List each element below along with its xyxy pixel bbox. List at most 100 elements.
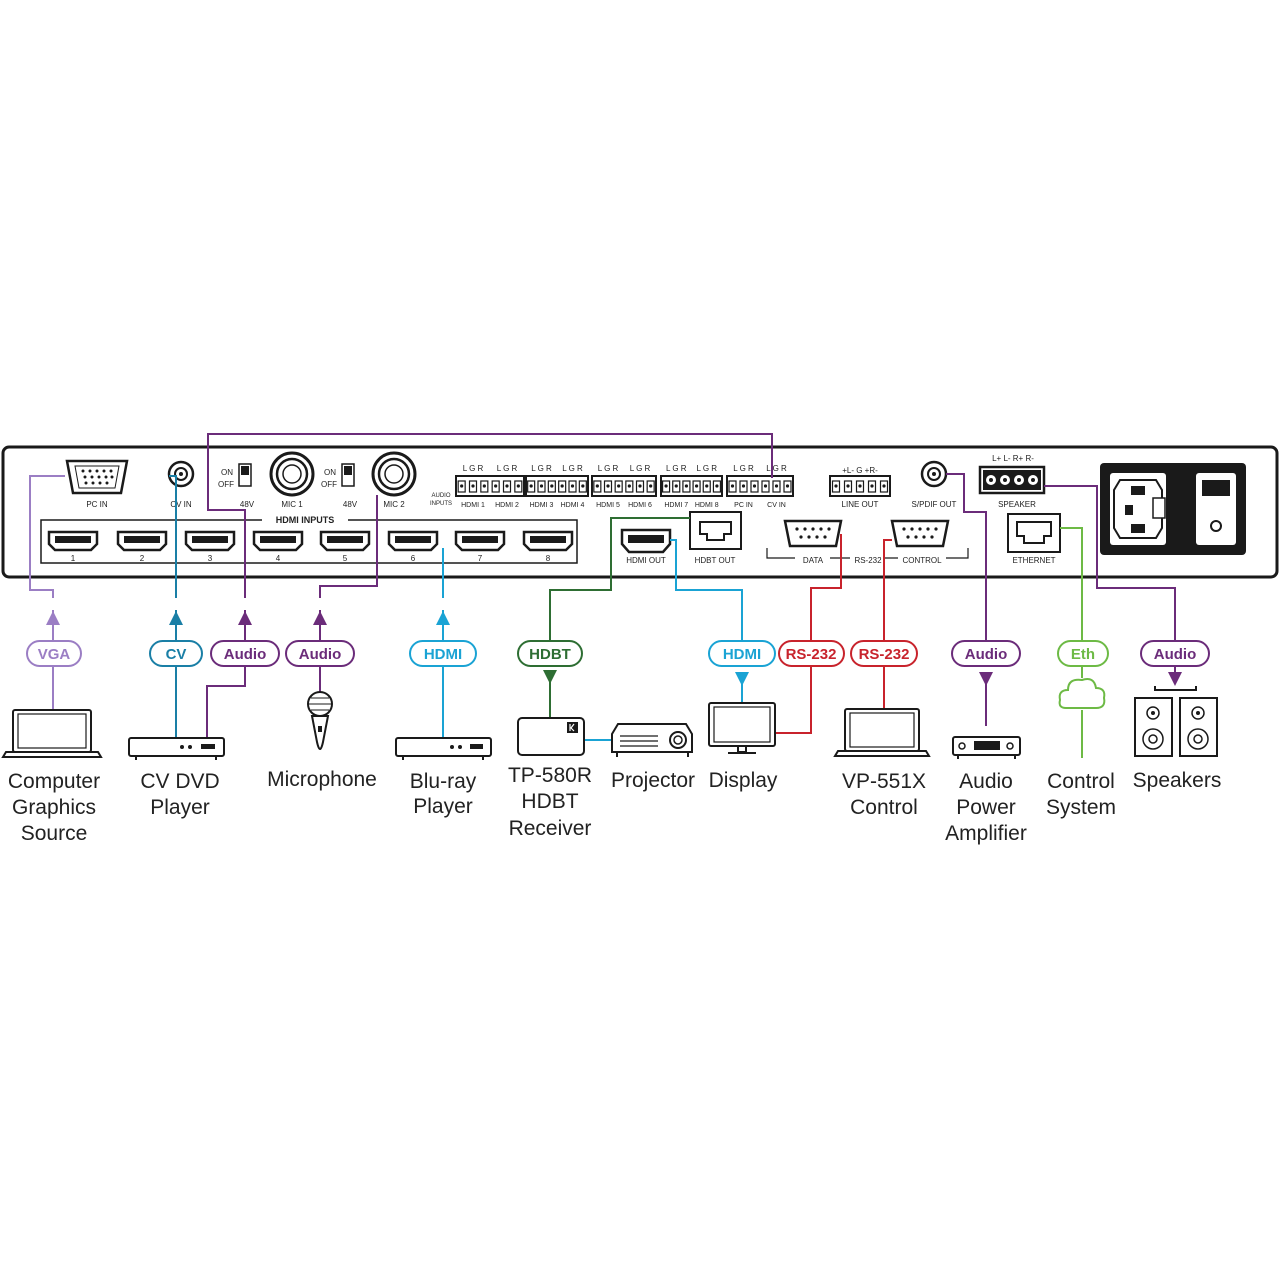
hdmi-out-label: HDMI OUT bbox=[626, 556, 666, 565]
vp551x-label-2: Control bbox=[850, 796, 918, 819]
terminal-label: CV IN bbox=[767, 502, 786, 509]
hdmi-input-number: 4 bbox=[276, 554, 281, 563]
rs232-label: RS-232 bbox=[854, 556, 882, 565]
dvd-label-2: Player bbox=[150, 796, 210, 819]
pill-hdmi-out: HDMI bbox=[708, 640, 776, 667]
mic1-label: MIC 1 bbox=[281, 500, 303, 509]
terminal-label: HDMI 4 bbox=[561, 502, 585, 509]
display-icon bbox=[708, 702, 776, 754]
hdmi-input-port: 4 bbox=[252, 530, 304, 563]
svg-text:HDMI: HDMI bbox=[723, 646, 761, 663]
cables bbox=[29, 433, 1176, 758]
mic2-group: ON OFF 48V MIC 2 bbox=[321, 451, 417, 509]
cv-in-label: CV IN bbox=[170, 500, 192, 509]
hdmi-input-number: 7 bbox=[478, 554, 483, 563]
bluray-player-icon bbox=[395, 737, 492, 760]
hdmi-input-number: 3 bbox=[208, 554, 213, 563]
line-out-pins: +L- G +R- bbox=[842, 466, 878, 475]
lgr-label: L G R bbox=[696, 464, 717, 473]
hdmi-input-number: 6 bbox=[411, 554, 416, 563]
microphone-icon bbox=[307, 691, 333, 750]
computer-label-2: Graphics bbox=[12, 796, 96, 819]
computer-label-1: Computer bbox=[8, 770, 100, 793]
vp551x-label-1: VP-551X bbox=[842, 770, 926, 793]
cloud-icon bbox=[1058, 678, 1106, 709]
mic1-on-label: ON bbox=[221, 468, 233, 477]
pill-cv: CV bbox=[149, 640, 203, 667]
control-system-label-2: System bbox=[1046, 796, 1116, 819]
amplifier-label-3: Amplifier bbox=[945, 822, 1027, 845]
control-laptop-icon bbox=[833, 708, 931, 757]
receiver-label-1: TP-580R bbox=[508, 764, 592, 787]
pill-audio-amp: Audio bbox=[951, 640, 1021, 667]
power-inlet bbox=[1100, 463, 1246, 555]
arrow-hdmi-out bbox=[735, 672, 749, 686]
rs232-data-label: DATA bbox=[803, 556, 824, 565]
terminal-label: HDMI 1 bbox=[461, 502, 485, 509]
hdmi-input-number: 1 bbox=[71, 554, 76, 563]
terminal-label: PC IN bbox=[734, 502, 753, 509]
arrowheads bbox=[46, 611, 1182, 686]
bluray-label-1: Blu-ray bbox=[410, 770, 477, 793]
hdmi-input-port: 1 bbox=[47, 530, 99, 563]
cable-rs232-control bbox=[883, 539, 892, 708]
svg-text:VGA: VGA bbox=[38, 646, 71, 663]
ethernet-label: ETHERNET bbox=[1012, 556, 1055, 565]
hdmi-input-port: 7 bbox=[454, 530, 506, 563]
arrow-audio-speakers bbox=[1168, 672, 1182, 686]
mic2-label: MIC 2 bbox=[383, 500, 405, 509]
cable-hdmi-out bbox=[670, 539, 743, 702]
laptop-icon bbox=[1, 709, 103, 758]
terminal-label: HDMI 6 bbox=[628, 502, 652, 509]
arrow-audio-mic bbox=[313, 611, 327, 625]
amplifier-label-2: Power bbox=[956, 796, 1016, 819]
terminal-label: HDMI 3 bbox=[530, 502, 554, 509]
pill-hdmi-in: HDMI bbox=[409, 640, 477, 667]
line-out-port: +L- G +R- LINE OUT bbox=[829, 466, 891, 509]
speakers-icon bbox=[1134, 686, 1218, 757]
pc-in-port: PC IN bbox=[65, 459, 129, 509]
svg-text:HDBT: HDBT bbox=[529, 646, 571, 663]
signal-labels: VGA CV Audio Audio HDMI HDBT HDMI RS-232… bbox=[26, 640, 1210, 667]
hdmi-input-port: 3 bbox=[184, 530, 236, 563]
lgr-label: L G R bbox=[463, 464, 484, 473]
arrow-audio-dvd bbox=[238, 611, 252, 625]
line-out-label: LINE OUT bbox=[842, 500, 879, 509]
dvd-player-icon bbox=[128, 737, 225, 760]
display-label: Display bbox=[709, 769, 778, 792]
projector-icon bbox=[611, 723, 693, 757]
hdmi-input-port: 8 bbox=[522, 530, 574, 563]
projector-label: Projector bbox=[611, 769, 695, 792]
ethernet-port: ETHERNET bbox=[1007, 513, 1061, 565]
cable-audio-amp bbox=[946, 473, 987, 726]
pill-audio-dvd: Audio bbox=[210, 640, 280, 667]
pill-rs232-display: RS-232 bbox=[778, 640, 845, 667]
pill-audio-mic: Audio bbox=[285, 640, 355, 667]
svg-text:RS-232: RS-232 bbox=[859, 646, 910, 663]
speakers-label: Speakers bbox=[1133, 769, 1222, 792]
lgr-label: L G R bbox=[562, 464, 583, 473]
lgr-label: L G R bbox=[766, 464, 787, 473]
lgr-label: L G R bbox=[666, 464, 687, 473]
spdif-out-label: S/PDIF OUT bbox=[912, 500, 957, 509]
mic1-group: ON OFF 48V MIC 1 bbox=[218, 451, 315, 509]
svg-text:Eth: Eth bbox=[1071, 646, 1095, 663]
dvd-label-1: CV DVD bbox=[140, 770, 219, 793]
audio-inputs-label-2: INPUTS bbox=[430, 501, 452, 507]
mic1-48v-label: 48V bbox=[240, 500, 255, 509]
terminal-block: L G RPC INL G RCV IN bbox=[726, 464, 794, 509]
rear-panel: PC IN CV IN ON OFF 48V MIC 1 ON OFF bbox=[1, 445, 1279, 579]
lgr-label: L G R bbox=[598, 464, 619, 473]
terminal-label: HDMI 7 bbox=[664, 502, 688, 509]
pc-in-label: PC IN bbox=[86, 500, 108, 509]
speaker-port: L+ L- R+ R- SPEAKER bbox=[978, 454, 1046, 509]
device-labels: Computer Graphics Source CV DVD Player M… bbox=[8, 764, 1221, 845]
hdmi-inputs-label: HDMI INPUTS bbox=[276, 515, 335, 525]
